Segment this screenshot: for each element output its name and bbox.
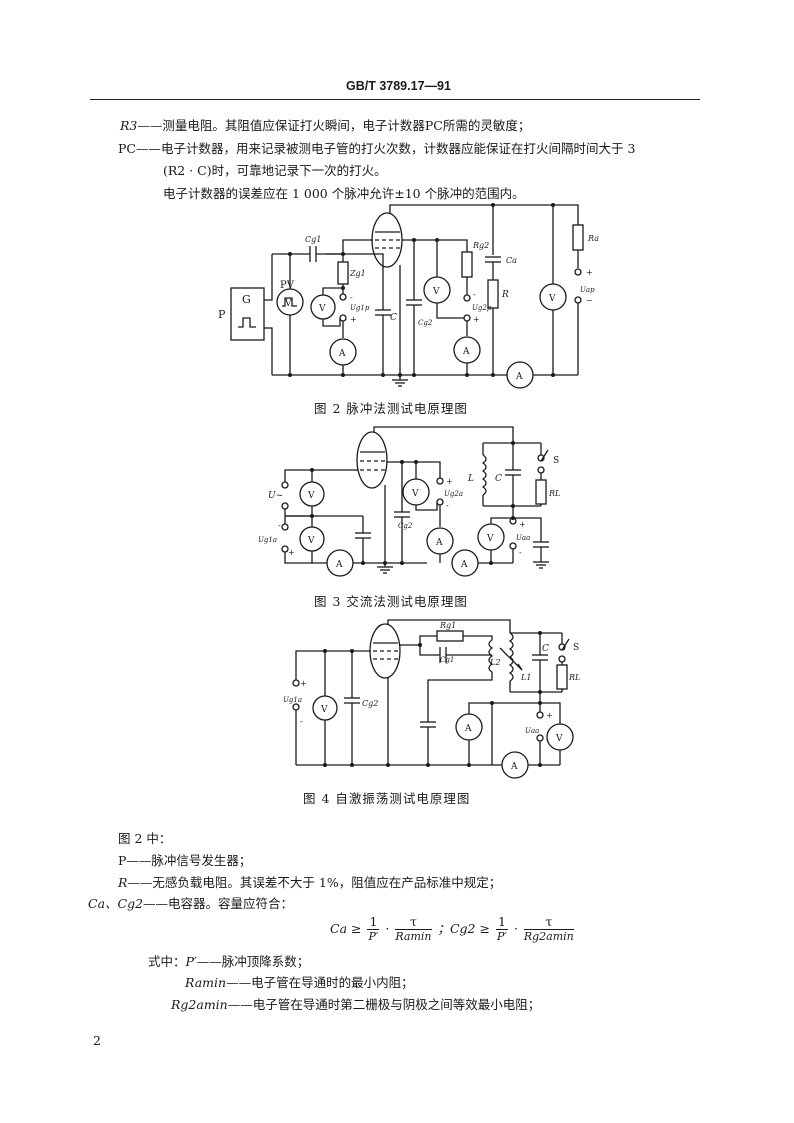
svg-text:A: A [462, 347, 470, 357]
svg-text:S: S [553, 456, 559, 466]
svg-text:Rg1: Rg1 [439, 621, 456, 630]
svg-text:Uaa: Uaa [516, 534, 530, 542]
svg-text:V: V [548, 294, 556, 304]
svg-text:C: C [495, 474, 502, 484]
svg-text:V: V [284, 299, 292, 309]
svg-text:U~: U~ [268, 491, 283, 501]
figure-4-circuit: + Ug1a - V Cg2 Rg1 Cg1 L2 L1 C S RL A A … [283, 619, 580, 779]
svg-text:RL: RL [568, 673, 580, 682]
svg-text:C: C [542, 644, 549, 654]
counter-error-note: 电子计数器的误差应在 1 000 个脉冲允许±10 个脉冲的范围内。 [163, 186, 525, 201]
svg-text:C: C [390, 313, 397, 323]
svg-text:-: - [278, 521, 281, 530]
svg-text:Ug1a: Ug1a [258, 536, 277, 544]
svg-text:A: A [460, 560, 468, 570]
svg-text:Ca: Ca [506, 256, 517, 265]
svg-text:Cg2: Cg2 [362, 699, 378, 708]
svg-text:V: V [320, 705, 328, 715]
svg-text:V: V [555, 734, 563, 744]
svg-text:V: V [307, 491, 315, 501]
svg-text:-: - [519, 548, 522, 557]
item-p: P——脉冲信号发生器； [118, 853, 252, 868]
svg-text:Rg2: Rg2 [472, 241, 489, 250]
svg-text:+: + [586, 268, 593, 277]
svg-text:Uap: Uap [580, 286, 595, 294]
svg-text:RL: RL [548, 489, 560, 498]
header-rule [90, 99, 700, 100]
svg-text:+: + [300, 679, 307, 688]
page-number: 2 [93, 1033, 101, 1048]
svg-text:A: A [510, 762, 518, 772]
svg-text:A: A [335, 560, 343, 570]
label-pv: PV [280, 280, 295, 291]
svg-text:-: - [446, 501, 449, 510]
svg-text:V: V [411, 489, 419, 499]
svg-text:+: + [288, 548, 295, 557]
svg-text:Ug1p: Ug1p [350, 304, 370, 312]
svg-text:-: - [546, 735, 549, 744]
svg-text:Ug1a: Ug1a [283, 696, 302, 704]
where-ramin: Ramin——电子管在导通时的最小内阻； [185, 975, 414, 990]
svg-text:L: L [467, 474, 474, 484]
svg-text:+: + [446, 477, 453, 486]
label-p: P [218, 308, 226, 321]
pulse-generator-box [230, 287, 265, 341]
svg-text:V: V [318, 304, 326, 314]
svg-text:Uaa: Uaa [525, 727, 539, 735]
item-r: R——无感负载电阻。其误差不大于 1%，阻值应在产品标准中规定； [118, 875, 502, 890]
svg-text:Cg1: Cg1 [440, 656, 454, 664]
label-g: G [242, 293, 251, 306]
svg-text:A: A [338, 349, 346, 359]
item-capacitors: Ca、Cg2——电容器。容量应符合： [88, 896, 294, 911]
vacuum-tube [356, 431, 388, 489]
where-p: 式中：P′——脉冲顶降系数； [148, 954, 310, 969]
svg-text:Zg1: Zg1 [349, 269, 366, 278]
where-rg2amin: Rg2amin——电子管在导通时第二栅极与阴极之间等效最小电阻； [171, 997, 541, 1012]
svg-text:Cg1: Cg1 [305, 235, 321, 244]
svg-text:A: A [435, 538, 443, 548]
svg-text:S: S [573, 643, 579, 653]
figure-2-circuit: P G PV V V A V A V A Cg1 Zg1 Ug1p - + C … [218, 203, 599, 389]
svg-text:+: + [546, 711, 553, 720]
svg-text:A: A [515, 372, 523, 382]
svg-text:Ra: Ra [587, 234, 599, 243]
svg-text:-: - [300, 717, 303, 726]
section-intro: 图 2 中： [118, 831, 172, 846]
figure-2-caption: 图 2 脉冲法测试电原理图 [314, 401, 468, 416]
svg-text:V: V [307, 536, 315, 546]
figure-3-circuit: U~ Ug1a - + V V A V A A V Cg2 + Ug2a - L… [258, 426, 560, 577]
svg-text:R: R [501, 290, 509, 300]
svg-text:V: V [432, 287, 440, 297]
figure-4-caption: 图 4 自激振荡测试电原理图 [303, 791, 471, 806]
svg-text:Ug2p: Ug2p [472, 304, 492, 312]
figure-3-caption: 图 3 交流法测试电原理图 [314, 594, 468, 609]
svg-text:Ug2a: Ug2a [444, 490, 463, 498]
svg-text:-: - [350, 293, 353, 302]
svg-text:Cg2: Cg2 [398, 522, 413, 530]
standard-number: GB/T 3789.17—91 [346, 79, 451, 93]
def-pc: PC——电子计数器，用来记录被测电子管的打火次数，计数器应能保证在打火间隔时间大… [118, 141, 636, 156]
svg-text:V: V [486, 534, 494, 544]
svg-text:Cg2: Cg2 [418, 319, 433, 327]
def-r3: R3——测量电阻。其阻值应保证打火瞬间，电子计数器PC所需的灵敏度； [120, 118, 531, 133]
svg-text:L2: L2 [489, 658, 500, 667]
svg-text:A: A [464, 724, 472, 734]
def-pc-cont: (R2 · C)时，可靠地记录下一次的打火。 [163, 163, 387, 178]
svg-text:-: - [473, 290, 476, 299]
svg-text:+: + [519, 520, 526, 529]
svg-text:L1: L1 [520, 673, 531, 682]
svg-text:+: + [350, 315, 357, 324]
svg-text:+: + [473, 315, 480, 324]
svg-text:~: ~ [586, 296, 593, 305]
